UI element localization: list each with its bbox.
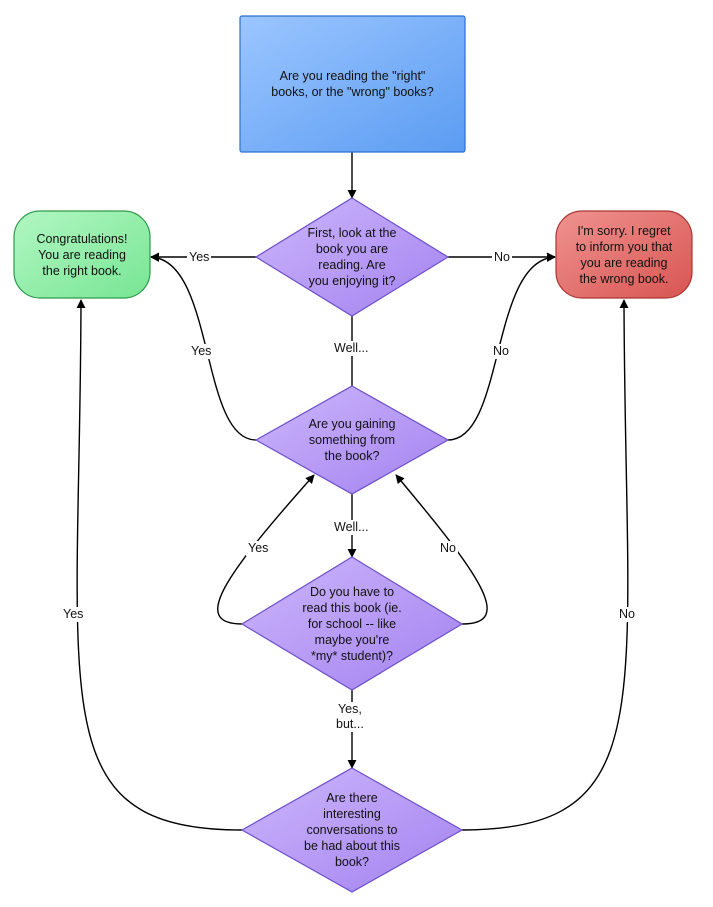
label-gaining-well: Well... (332, 520, 371, 535)
right-book-text: Congratulations! You are reading the rig… (36, 231, 128, 278)
start-box (239, 15, 466, 153)
label-conversations-yes: Yes (61, 607, 86, 622)
label-conversations-no: No (617, 607, 637, 622)
label-gaining-yes: Yes (189, 344, 214, 359)
edge-have-to-yes (217, 474, 315, 625)
edge-conversations-yes (76, 299, 243, 831)
label-enjoying-yes: Yes (187, 250, 212, 265)
edge-conversations-no (461, 299, 629, 831)
start-text: Are you reading the "right" books, or th… (271, 69, 434, 99)
enjoying-question-text: First, look at the book you are reading.… (307, 226, 397, 288)
gaining-question-text: Are you gaining something from the book? (308, 417, 396, 463)
decision-conversations (240, 767, 464, 893)
label-have-to-no: No (438, 541, 458, 556)
label-enjoying-no: No (492, 250, 512, 265)
decision-gaining (254, 385, 450, 495)
conversations-question-text: Are there interesting conversations to b… (304, 791, 400, 869)
label-have-to-yes-but: Yes, but... (334, 702, 366, 732)
label-have-to-yes: Yes (246, 541, 271, 556)
wrong-book-terminal (555, 210, 693, 299)
label-enjoying-well: Well... (332, 341, 371, 356)
wrong-book-text: I'm sorry. I regret to inform you that y… (575, 223, 673, 286)
decision-have-to (240, 556, 464, 691)
label-gaining-no: No (491, 344, 511, 359)
edge-have-to-no (395, 474, 488, 625)
decision-enjoying (254, 197, 450, 317)
have-to-question-text: Do you have to read this book (ie. for s… (302, 585, 402, 663)
right-book-terminal (13, 210, 151, 299)
